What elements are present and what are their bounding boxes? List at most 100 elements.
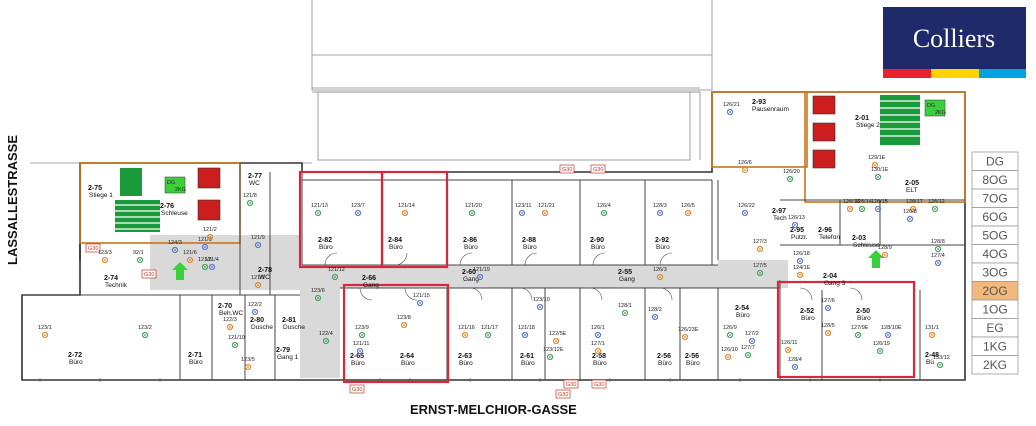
sensor-128/5: 128/5: [821, 323, 835, 337]
svg-text:2-79: 2-79: [276, 347, 290, 354]
svg-text:Büro: Büro: [401, 360, 415, 367]
sensor-133/12: 133/12: [933, 355, 950, 369]
svg-text:Gang: Gang: [619, 276, 635, 283]
highlighted-rooms: [298, 170, 916, 384]
sensor-126/15: 126/15: [871, 199, 888, 213]
svg-text:Telefon: Telefon: [819, 234, 840, 241]
sensor-122/3: 122/3: [223, 317, 237, 331]
svg-text:127/3: 127/3: [753, 239, 767, 245]
exit-sign-texts: DG 2KG DG 2KG: [167, 103, 946, 193]
svg-text:123/8: 123/8: [397, 315, 411, 321]
fire-rating-mark: G30: [590, 164, 606, 174]
sensor-126/21: 126/21: [723, 102, 740, 116]
svg-text:121/10: 121/10: [228, 335, 245, 341]
svg-text:2-48: 2-48: [925, 352, 939, 359]
sensor-124/3: 124/3: [168, 240, 182, 254]
svg-text:WC: WC: [249, 180, 260, 187]
svg-text:127/5: 127/5: [753, 263, 767, 269]
svg-text:Tech: Tech: [773, 215, 787, 222]
svg-text:121/13: 121/13: [311, 203, 328, 209]
svg-text:126/5: 126/5: [681, 203, 695, 209]
svg-text:2-97: 2-97: [772, 208, 786, 215]
sensor-123/1: 123/1: [38, 325, 52, 339]
svg-text:128/2: 128/2: [648, 307, 662, 313]
sensor-121/12: 121/12: [328, 267, 345, 281]
floor-button-label: 4OG: [982, 247, 1007, 261]
svg-text:Stiege 2: Stiege 2: [856, 122, 880, 129]
floor-button-2og[interactable]: 2OG: [971, 281, 1019, 301]
svg-text:121/4: 121/4: [205, 257, 219, 263]
svg-text:122/5E: 122/5E: [549, 331, 567, 337]
fire-rating-mark: G30: [563, 379, 579, 389]
sensor-128/8: 128/8: [931, 239, 945, 253]
stairs-1: [115, 168, 160, 232]
sensor-127/9E: 127/9E: [851, 325, 869, 339]
sensor-121/17: 121/17: [481, 325, 498, 339]
windows-bottom: [39, 378, 881, 382]
svg-text:124/3: 124/3: [168, 240, 182, 246]
svg-text:127/2: 127/2: [745, 331, 759, 337]
svg-text:2-88: 2-88: [522, 237, 536, 244]
elevators: [197, 95, 836, 221]
sensor-124/1E: 124/1E: [793, 265, 811, 279]
svg-text:126/3: 126/3: [653, 267, 667, 273]
svg-text:2-77: 2-77: [248, 173, 262, 180]
svg-text:G30: G30: [88, 246, 98, 252]
svg-text:ELT: ELT: [906, 187, 917, 194]
floor-button-7og[interactable]: 7OG: [971, 188, 1019, 208]
sensor-123/6: 123/6: [311, 288, 325, 302]
svg-text:123/12E: 123/12E: [543, 347, 564, 353]
svg-text:G30: G30: [562, 167, 572, 173]
svg-text:128/10E: 128/10E: [881, 325, 902, 331]
street-south-label: ERNST-MELCHIOR-GASSE: [410, 402, 577, 417]
floor-button-1kg[interactable]: 1KG: [971, 336, 1019, 356]
sensor-121/5: 121/5: [198, 257, 212, 271]
sensor-126/23E: 126/23E: [678, 327, 699, 341]
svg-text:121/2: 121/2: [203, 227, 217, 233]
svg-text:2-54: 2-54: [735, 305, 749, 312]
svg-text:121/17: 121/17: [481, 325, 498, 331]
exit-arrows: [172, 250, 884, 280]
svg-text:2-95: 2-95: [790, 227, 804, 234]
svg-text:2-60: 2-60: [462, 269, 476, 276]
floor-button-eg[interactable]: EG: [971, 318, 1019, 338]
svg-text:2-90: 2-90: [590, 237, 604, 244]
fire-rating-mark: G30: [559, 164, 575, 174]
svg-text:2-58: 2-58: [592, 353, 606, 360]
svg-text:2-81: 2-81: [282, 317, 296, 324]
svg-text:G30: G30: [566, 382, 576, 388]
svg-text:123/5: 123/5: [241, 357, 255, 363]
svg-text:Büro: Büro: [351, 360, 365, 367]
sensor-121/9: 121/9: [251, 235, 265, 249]
svg-text:2-96: 2-96: [818, 227, 832, 234]
floor-button-2kg[interactable]: 2KG: [971, 355, 1019, 375]
svg-text:Büro: Büro: [319, 244, 333, 251]
floor-button-4og[interactable]: 4OG: [971, 244, 1019, 264]
floor-button-8og[interactable]: 8OG: [971, 170, 1019, 190]
sensor-121/16: 121/16: [458, 325, 475, 339]
sensor-126/18: 126/18: [793, 251, 810, 265]
svg-text:2-01: 2-01: [855, 115, 869, 122]
floor-button-3og[interactable]: 3OG: [971, 262, 1019, 282]
floor-button-1og[interactable]: 1OG: [971, 299, 1019, 319]
sensor-123/9: 123/9: [355, 325, 369, 339]
floor-button-6og[interactable]: 6OG: [971, 207, 1019, 227]
floor-button-dg[interactable]: DG: [971, 151, 1019, 171]
sensor-121/15: 121/15: [413, 293, 430, 307]
floor-button-5og[interactable]: 5OG: [971, 225, 1019, 245]
svg-text:128/4: 128/4: [788, 357, 802, 363]
sensor-126/16: 126/16: [843, 199, 860, 213]
